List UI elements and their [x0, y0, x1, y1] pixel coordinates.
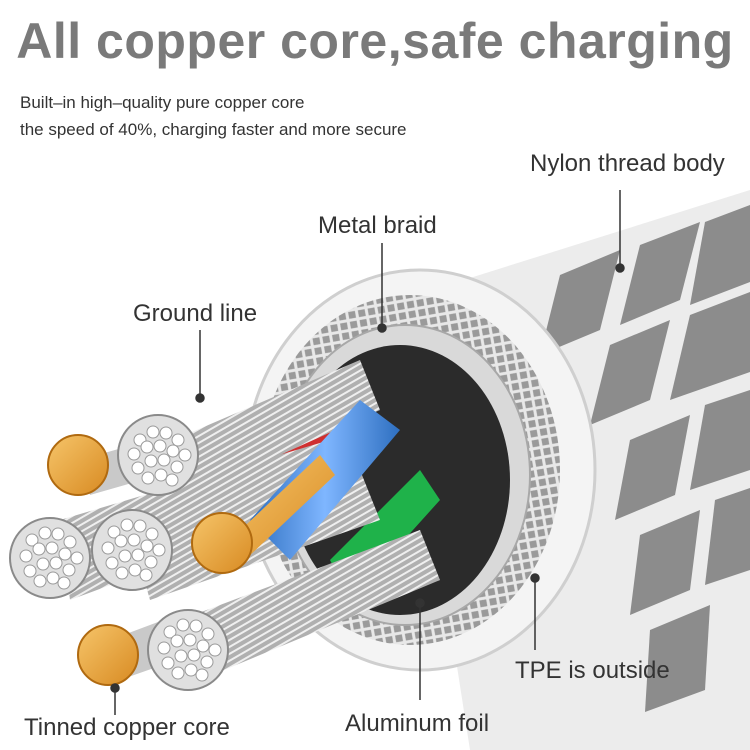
label-metal-braid: Metal braid [318, 212, 437, 239]
label-tpe-outside: TPE is outside [515, 657, 670, 684]
label-ground-line: Ground line [133, 300, 258, 327]
center-copper-core [191, 512, 253, 574]
ground-line-end [117, 414, 199, 496]
subtitle-line-1: Built–in high–quality pure copper core [20, 93, 305, 112]
leader-lines [110, 190, 625, 715]
label-tinned-copper-core: Tinned copper core [24, 714, 230, 741]
middle-wire-end [91, 509, 173, 591]
tinned-copper-core-top [47, 434, 109, 496]
bottom-wire-bundle [180, 530, 440, 680]
label-aluminum-foil: Aluminum foil [345, 710, 490, 737]
ground-line-bundle [150, 360, 380, 500]
center-copper-conductor [230, 455, 335, 560]
left-wire-end [9, 517, 91, 599]
page-title: All copper core,safe charging [16, 13, 734, 69]
tinned-copper-core-bottom [77, 624, 139, 686]
subtitle-line-2: the speed of 40%, charging faster and mo… [20, 120, 407, 139]
bottom-wire-end [147, 609, 229, 691]
label-nylon-thread-body: Nylon thread body [530, 150, 725, 177]
